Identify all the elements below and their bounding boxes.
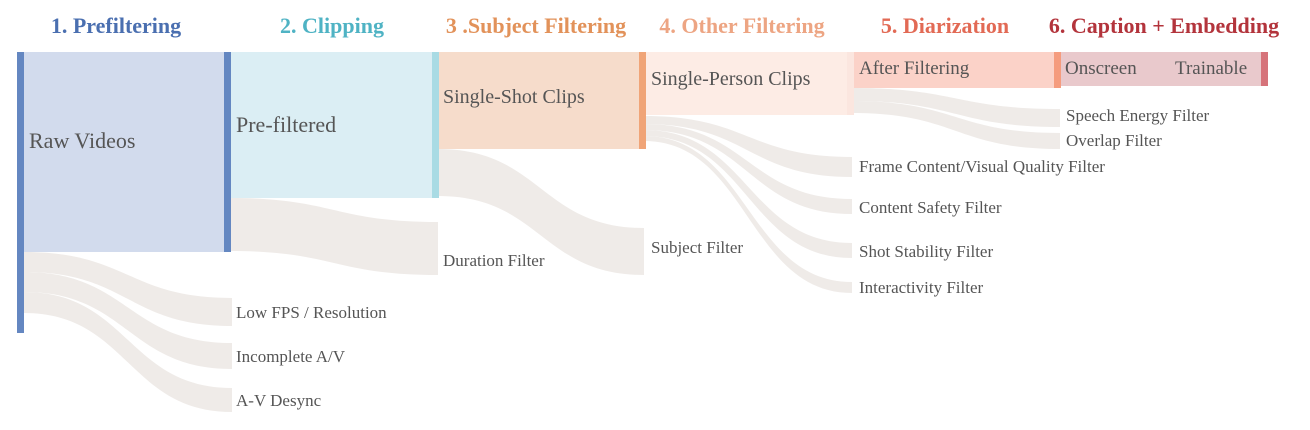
label-overlap-filter: Overlap Filter <box>1066 131 1162 150</box>
flow-low-fps <box>24 252 232 326</box>
node-after-filtering <box>854 52 1054 88</box>
flow-shot-stability <box>644 130 852 258</box>
flow-interactivity <box>644 136 852 293</box>
stage-title-caption-embedding: 6. Caption + Embedding <box>1049 13 1279 38</box>
stage-title-clipping: 2. Clipping <box>280 13 384 38</box>
flow-av-desync <box>24 292 232 412</box>
label-single-shot-clips: Single-Shot Clips <box>443 86 585 108</box>
stage-title-subject-filtering: 3 .Subject Filtering <box>446 13 626 38</box>
label-onscreen: Onscreen <box>1065 58 1137 79</box>
node-pre-filtered <box>231 52 432 198</box>
flow-incomplete-av <box>24 272 232 369</box>
flow-subject <box>438 149 644 275</box>
node-after-filtering-bar <box>847 52 854 115</box>
label-shot-stability-filter: Shot Stability Filter <box>859 242 993 261</box>
label-raw-videos: Raw Videos <box>29 128 135 153</box>
label-after-filtering: After Filtering <box>859 58 970 79</box>
node-pre-filtered-bar <box>224 52 231 252</box>
flow-speech-energy <box>852 88 1060 127</box>
label-duration-filter: Duration Filter <box>443 251 545 270</box>
discard-flows <box>24 88 1060 412</box>
label-subject-filter: Subject Filter <box>651 238 743 257</box>
node-single-shot-clips-bar <box>432 52 439 198</box>
stage-title-prefiltering: 1. Prefiltering <box>51 13 181 38</box>
label-single-person-clips: Single-Person Clips <box>651 68 811 90</box>
node-single-person-clips <box>646 52 847 115</box>
flow-frame-quality <box>644 116 852 177</box>
label-incomplete-av: Incomplete A/V <box>236 347 346 366</box>
node-trainable-bar <box>1261 52 1268 86</box>
flow-duration <box>230 198 438 275</box>
flow-overlap <box>852 101 1060 149</box>
label-low-fps-resolution: Low FPS / Resolution <box>236 303 387 322</box>
node-raw-videos <box>24 52 225 252</box>
label-trainable: Trainable <box>1175 58 1247 79</box>
label-interactivity-filter: Interactivity Filter <box>859 278 983 297</box>
node-single-person-clips-bar <box>639 52 646 149</box>
label-av-desync: A-V Desync <box>236 391 322 410</box>
node-onscreen <box>1061 52 1261 86</box>
label-frame-quality-filter: Frame Content/Visual Quality Filter <box>859 157 1105 176</box>
node-single-shot-clips <box>439 52 640 149</box>
stage-title-diarization: 5. Diarization <box>881 13 1009 38</box>
node-onscreen-bar <box>1054 52 1061 88</box>
label-pre-filtered: Pre-filtered <box>236 112 336 137</box>
stage-title-other-filtering: 4. Other Filtering <box>659 13 824 38</box>
main-nodes <box>17 52 1268 333</box>
label-content-safety-filter: Content Safety Filter <box>859 198 1002 217</box>
flow-content-safety <box>644 124 852 214</box>
label-speech-energy-filter: Speech Energy Filter <box>1066 106 1210 125</box>
node-raw-videos-bar <box>17 52 24 333</box>
